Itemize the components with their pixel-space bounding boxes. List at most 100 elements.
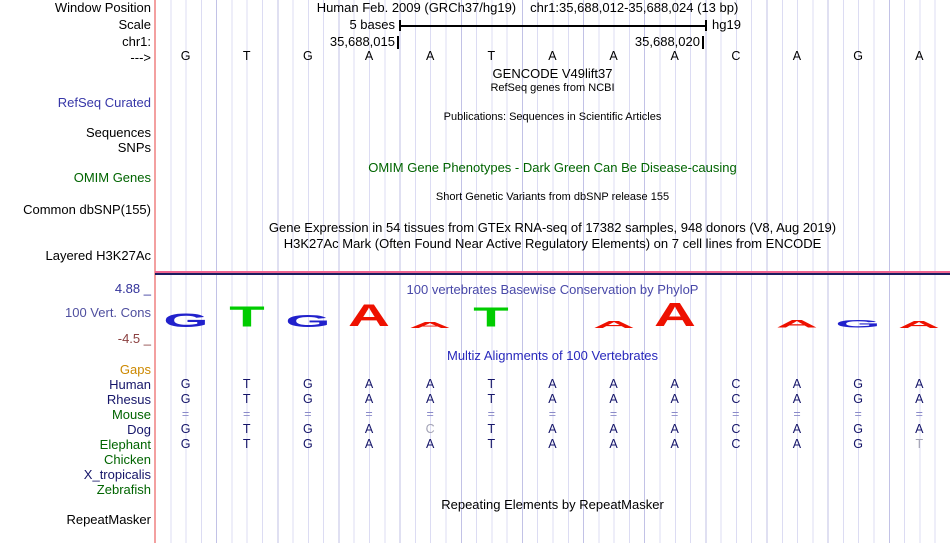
alignment-base: = <box>365 407 373 421</box>
alignment-base: A <box>792 392 802 406</box>
species-label-chicken[interactable]: Chicken <box>104 452 151 467</box>
track-title-gtex[interactable]: Gene Expression in 54 tissues from GTEx … <box>268 220 837 235</box>
alignment-base <box>522 362 583 377</box>
ruler-coordinate-right: 35,688,020 <box>634 34 700 49</box>
alignment-base: A <box>609 437 618 451</box>
alignment-base: A <box>548 422 557 436</box>
species-label-elephant[interactable]: Elephant <box>99 437 151 452</box>
scale-bar <box>400 25 706 27</box>
alignment-base <box>461 482 522 497</box>
track-title-dbsnp[interactable]: Short Genetic Variants from dbSNP releas… <box>435 191 670 203</box>
track-title-refseq[interactable]: RefSeq genes from NCBI <box>490 82 615 94</box>
alignment-row-zebrafish: Zebrafish <box>0 482 950 497</box>
alignment-base: A <box>792 422 802 436</box>
position-header: Human Feb. 2009 (GRCh37/hg19) chr1:35,68… <box>130 1 925 14</box>
alignment-base <box>522 452 583 467</box>
alignment-base <box>828 362 889 377</box>
alignment-base: A <box>548 437 557 451</box>
conservation-logo: T <box>228 301 265 334</box>
alignment-base: A <box>425 437 435 451</box>
alignment-base: A <box>792 377 802 391</box>
species-label-zebrafish[interactable]: Zebrafish <box>96 482 151 497</box>
conservation-logo <box>522 298 583 328</box>
alignment-base <box>644 362 705 377</box>
track-label-common-dbsnp[interactable]: Common dbSNP(155) <box>23 202 151 217</box>
alignment-base <box>583 482 644 497</box>
conservation-logo: A <box>776 317 818 330</box>
species-label-human[interactable]: Human <box>109 377 151 392</box>
species-label-rhesus[interactable]: Rhesus <box>106 392 151 407</box>
alignment-base: = <box>854 407 862 421</box>
track-title-publications[interactable]: Publications: Sequences in Scientific Ar… <box>443 111 662 123</box>
species-label-x_tropicalis[interactable]: X_tropicalis <box>83 467 151 482</box>
alignment-base: A <box>670 422 679 436</box>
alignment-base: C <box>425 422 435 436</box>
species-label-mouse[interactable]: Mouse <box>111 407 151 422</box>
sequence-base: G <box>302 49 313 63</box>
alignment-base <box>583 362 644 377</box>
alignment-base: = <box>426 407 434 421</box>
alignment-base: G <box>302 422 313 436</box>
sequence-base: G <box>853 49 863 63</box>
species-label-dog[interactable]: Dog <box>127 422 151 437</box>
alignment-base: A <box>609 377 618 391</box>
alignment-base: T <box>242 422 251 436</box>
ruler-tick-right <box>702 36 704 49</box>
alignment-base: T <box>242 437 251 451</box>
alignment-base <box>766 362 827 377</box>
alignment-base <box>155 467 216 482</box>
alignment-base <box>155 362 216 377</box>
alignment-base <box>828 482 889 497</box>
track-title-gencode[interactable]: GENCODE V49lift37 <box>492 66 613 81</box>
alignment-base: A <box>670 392 679 406</box>
alignment-bases: ============= <box>155 407 950 422</box>
track-label-layered-h3k27ac[interactable]: Layered H3K27Ac <box>45 248 151 263</box>
alignment-bases <box>155 452 950 467</box>
track-title-multiz[interactable]: Multiz Alignments of 100 Vertebrates <box>446 348 658 363</box>
alignment-base: A <box>670 437 679 451</box>
alignment-base: T <box>487 437 496 451</box>
conservation-logo: G <box>285 311 331 332</box>
alignment-base <box>461 452 522 467</box>
track-label-100-vert-cons[interactable]: 100 Vert. Cons <box>65 305 151 320</box>
alignment-base <box>583 452 644 467</box>
alignment-base <box>705 452 766 467</box>
track-title-conservation[interactable]: 100 vertebrates Basewise Conservation by… <box>406 282 699 297</box>
alignment-base <box>644 452 705 467</box>
track-label-snps[interactable]: SNPs <box>117 140 151 155</box>
position-range: chr1:35,688,012-35,688,024 (13 bp) <box>530 0 739 15</box>
conservation-logo: G <box>835 317 881 330</box>
track-label-omim-genes[interactable]: OMIM Genes <box>73 170 151 185</box>
alignment-base <box>889 467 950 482</box>
track-label-sequences[interactable]: Sequences <box>85 125 151 140</box>
track-title-repeatmasker[interactable]: Repeating Elements by RepeatMasker <box>441 497 664 512</box>
conservation-min-value: -4.5 _ <box>117 331 151 346</box>
alignment-base: T <box>487 377 496 391</box>
alignment-base: A <box>609 392 618 406</box>
alignment-base: = <box>732 407 740 421</box>
alignment-base: C <box>731 422 741 436</box>
track-title-h3k27ac[interactable]: H3K27Ac Mark (Often Found Near Active Re… <box>283 236 822 251</box>
species-label-gaps[interactable]: Gaps <box>119 362 151 377</box>
alignment-row-mouse: Mouse============= <box>0 407 950 422</box>
alignment-base: A <box>915 392 924 406</box>
alignment-base <box>889 482 950 497</box>
alignment-base: = <box>609 407 618 421</box>
track-label-repeatmasker[interactable]: RepeatMasker <box>66 512 151 527</box>
alignment-base: T <box>487 422 496 436</box>
alignment-base <box>889 452 950 467</box>
sequence-base: A <box>609 49 618 63</box>
alignment-base: A <box>548 392 557 406</box>
conservation-logo <box>705 298 766 328</box>
track-label-refseq-curated[interactable]: RefSeq Curated <box>57 95 151 110</box>
alignment-base <box>461 362 522 377</box>
alignment-base <box>583 467 644 482</box>
sequence-base: A <box>670 49 679 63</box>
alignment-base: G <box>302 377 313 391</box>
track-title-omim[interactable]: OMIM Gene Phenotypes - Dark Green Can Be… <box>368 160 737 175</box>
